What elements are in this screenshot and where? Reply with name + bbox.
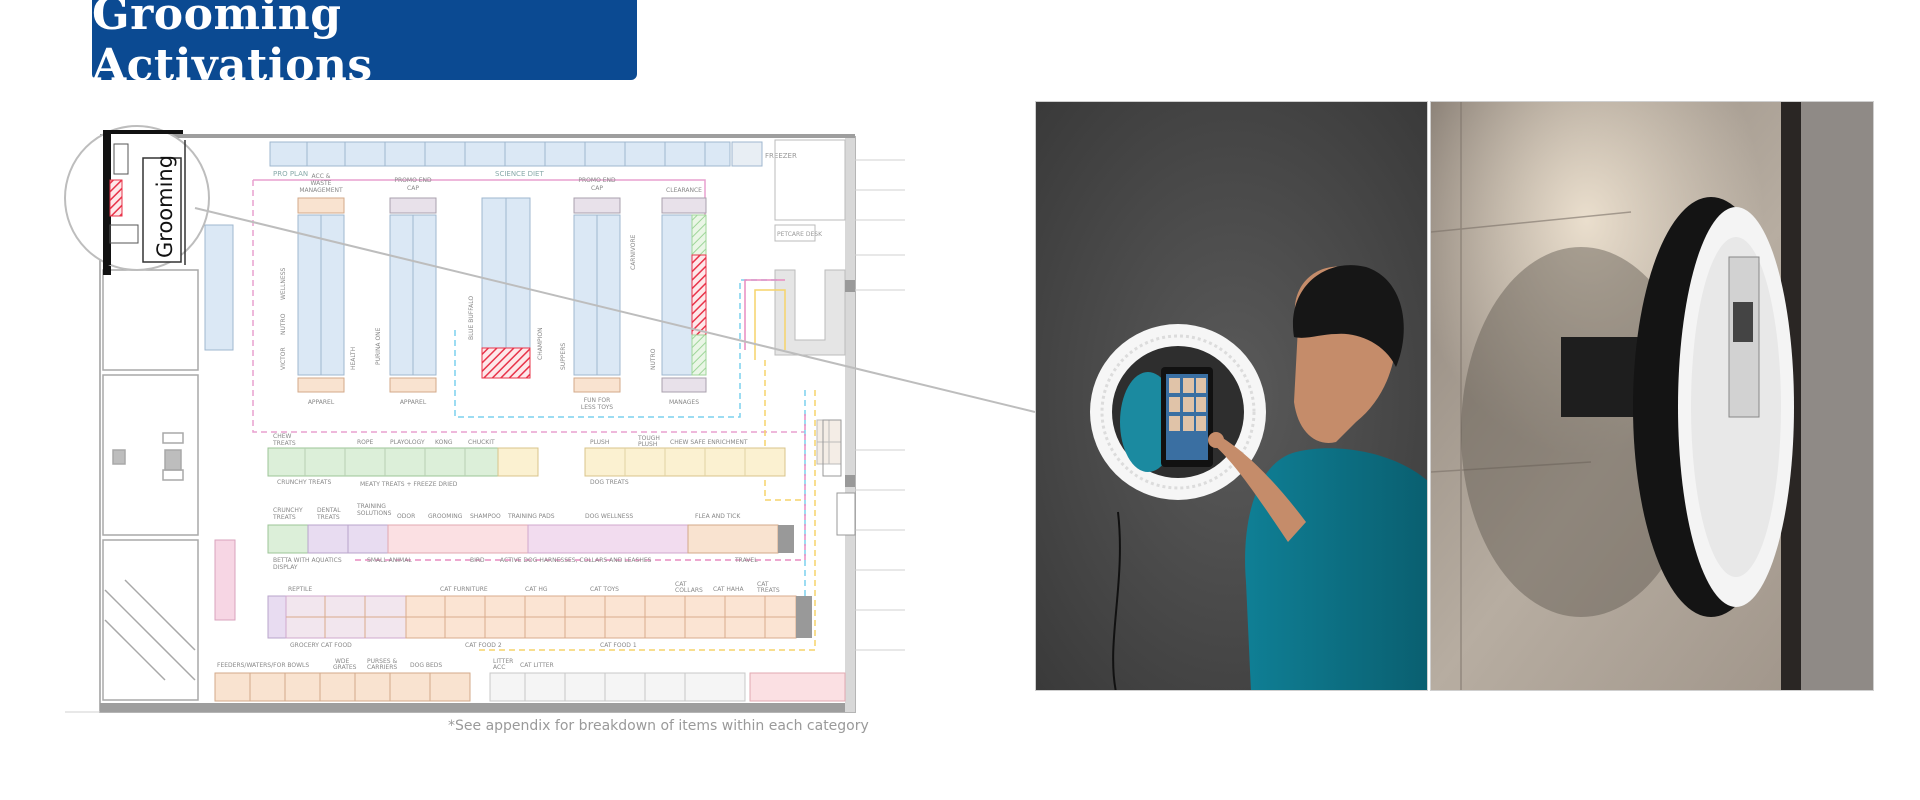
- svg-text:SUPPERS: SUPPERS: [560, 343, 567, 370]
- photo-kiosk-side-view: [1430, 101, 1874, 691]
- svg-text:PURSES &: PURSES &: [367, 658, 397, 665]
- svg-text:GROOMING: GROOMING: [428, 513, 463, 520]
- svg-text:MEATY TREATS + FREEZE DRIED: MEATY TREATS + FREEZE DRIED: [360, 481, 458, 488]
- svg-text:CARRIERS: CARRIERS: [367, 664, 397, 671]
- shelf-row-1: [267, 447, 786, 477]
- svg-text:CRUNCHY TREATS: CRUNCHY TREATS: [277, 479, 331, 486]
- svg-text:ACTIVE DOG HARNESSES, COLLARS: ACTIVE DOG HARNESSES, COLLARS AND LEASHE…: [500, 557, 652, 564]
- gondola-1: [297, 197, 345, 393]
- svg-text:FREEZER: FREEZER: [765, 152, 797, 160]
- svg-text:MANAGES: MANAGES: [669, 399, 699, 406]
- svg-text:CHEW SAFE ENRICHMENT: CHEW SAFE ENRICHMENT: [670, 439, 748, 446]
- svg-text:PLUSH: PLUSH: [638, 441, 657, 448]
- svg-text:FUN FOR: FUN FOR: [584, 397, 611, 404]
- store-floor-plan: PRO PLAN SCIENCE DIET FREEZER PETCARE DE…: [45, 120, 905, 740]
- svg-text:DOG BEDS: DOG BEDS: [410, 662, 442, 669]
- svg-text:CARNIVORE: CARNIVORE: [630, 234, 637, 270]
- appendix-footnote: *See appendix for breakdown of items wit…: [448, 718, 869, 734]
- svg-text:WELLNESS: WELLNESS: [280, 268, 287, 300]
- svg-text:DOG WELLNESS: DOG WELLNESS: [585, 513, 633, 520]
- svg-text:PLUSH: PLUSH: [590, 439, 609, 446]
- grooming-callout-label: Grooming: [153, 155, 177, 258]
- svg-text:GRATES: GRATES: [333, 664, 357, 671]
- svg-text:CHUCKIT: CHUCKIT: [468, 439, 495, 446]
- shelf-row-2: [267, 524, 794, 554]
- svg-text:NUTRO: NUTRO: [650, 348, 657, 370]
- svg-text:CAT FURNITURE: CAT FURNITURE: [440, 586, 488, 593]
- svg-text:ROPE: ROPE: [357, 439, 374, 446]
- svg-text:ACC &: ACC &: [312, 173, 331, 180]
- svg-text:CAT HG: CAT HG: [525, 586, 548, 593]
- svg-text:CHAMPION: CHAMPION: [537, 327, 544, 360]
- shelf-row-3: [267, 595, 812, 639]
- svg-text:VICTOR: VICTOR: [280, 347, 287, 370]
- svg-text:DENTAL: DENTAL: [317, 507, 341, 514]
- svg-text:SMALL ANIMAL: SMALL ANIMAL: [367, 557, 412, 564]
- svg-text:PROMO END: PROMO END: [394, 177, 432, 184]
- photo-kiosk-in-use: [1035, 101, 1428, 691]
- svg-text:PROMO END: PROMO END: [578, 177, 616, 184]
- svg-text:APPAREL: APPAREL: [308, 399, 335, 406]
- svg-text:REPTILE: REPTILE: [288, 586, 312, 593]
- svg-text:PRO PLAN: PRO PLAN: [273, 170, 308, 178]
- svg-text:DISPLAY: DISPLAY: [273, 564, 298, 571]
- title-banner: Grooming Activations: [92, 0, 637, 91]
- svg-text:HEALTH: HEALTH: [350, 347, 357, 370]
- svg-text:FEEDERS/WATERS/FOR BOWLS: FEEDERS/WATERS/FOR BOWLS: [217, 662, 309, 669]
- svg-text:CAT: CAT: [757, 581, 769, 588]
- svg-text:BLUE BUFFALO: BLUE BUFFALO: [468, 296, 475, 340]
- svg-text:CAP: CAP: [591, 185, 603, 192]
- gondola-3: [481, 197, 531, 379]
- svg-text:TOUGH: TOUGH: [637, 435, 660, 442]
- svg-text:TRAVEL: TRAVEL: [734, 557, 758, 564]
- svg-text:LITTER: LITTER: [493, 658, 513, 665]
- svg-text:CAT FOOD 1: CAT FOOD 1: [600, 642, 637, 649]
- svg-text:TRAINING PADS: TRAINING PADS: [507, 513, 555, 520]
- svg-text:KONG: KONG: [435, 439, 453, 446]
- shelf-top: [269, 141, 731, 167]
- svg-text:GROCERY CAT FOOD: GROCERY CAT FOOD: [290, 642, 352, 649]
- svg-text:PLAYOLOGY: PLAYOLOGY: [390, 439, 425, 446]
- svg-text:CAT HAHA: CAT HAHA: [713, 586, 745, 593]
- svg-text:MANAGEMENT: MANAGEMENT: [299, 187, 343, 194]
- svg-text:CAT LITTER: CAT LITTER: [520, 662, 554, 669]
- svg-text:APPAREL: APPAREL: [400, 399, 427, 406]
- gondola-2: [389, 197, 437, 393]
- svg-text:BETTA WITH AQUATICS: BETTA WITH AQUATICS: [273, 557, 342, 564]
- svg-text:TREATS: TREATS: [272, 514, 296, 521]
- svg-text:CLEARANCE: CLEARANCE: [666, 187, 702, 194]
- grooming-callout-magnifier: [64, 125, 210, 271]
- svg-text:TREATS: TREATS: [272, 440, 296, 447]
- svg-text:CRUNCHY: CRUNCHY: [273, 507, 303, 514]
- svg-text:TRAINING: TRAINING: [356, 503, 386, 510]
- svg-text:BIRD: BIRD: [470, 557, 485, 564]
- svg-text:DOG TREATS: DOG TREATS: [590, 479, 629, 486]
- svg-text:CAT: CAT: [675, 581, 687, 588]
- gondola-4: [573, 197, 621, 393]
- svg-text:ACC: ACC: [493, 664, 505, 671]
- svg-text:FLEA AND TICK: FLEA AND TICK: [695, 513, 741, 520]
- shelf-row-4: [214, 672, 846, 702]
- gondola-5: [661, 197, 707, 393]
- svg-text:SHAMPOO: SHAMPOO: [470, 513, 501, 520]
- svg-text:SOLUTIONS: SOLUTIONS: [357, 510, 392, 517]
- svg-text:CHEW: CHEW: [273, 433, 291, 440]
- svg-text:WDE: WDE: [335, 658, 350, 665]
- svg-text:ODOR: ODOR: [397, 513, 415, 520]
- svg-text:CAT FOOD 2: CAT FOOD 2: [465, 642, 502, 649]
- svg-text:WASTE: WASTE: [311, 180, 332, 187]
- svg-text:PETCARE DESK: PETCARE DESK: [777, 231, 823, 238]
- svg-text:CAT TOYS: CAT TOYS: [590, 586, 619, 593]
- svg-text:CAP: CAP: [407, 185, 419, 192]
- svg-text:SCIENCE DIET: SCIENCE DIET: [495, 170, 544, 178]
- svg-text:TREATS: TREATS: [316, 514, 340, 521]
- svg-text:PURINA ONE: PURINA ONE: [375, 327, 382, 365]
- page-title: Grooming Activations: [92, 0, 373, 91]
- svg-text:TREATS: TREATS: [756, 587, 780, 594]
- svg-text:COLLARS: COLLARS: [675, 587, 703, 594]
- svg-text:NUTRO: NUTRO: [280, 313, 287, 335]
- svg-text:LESS TOYS: LESS TOYS: [581, 404, 613, 411]
